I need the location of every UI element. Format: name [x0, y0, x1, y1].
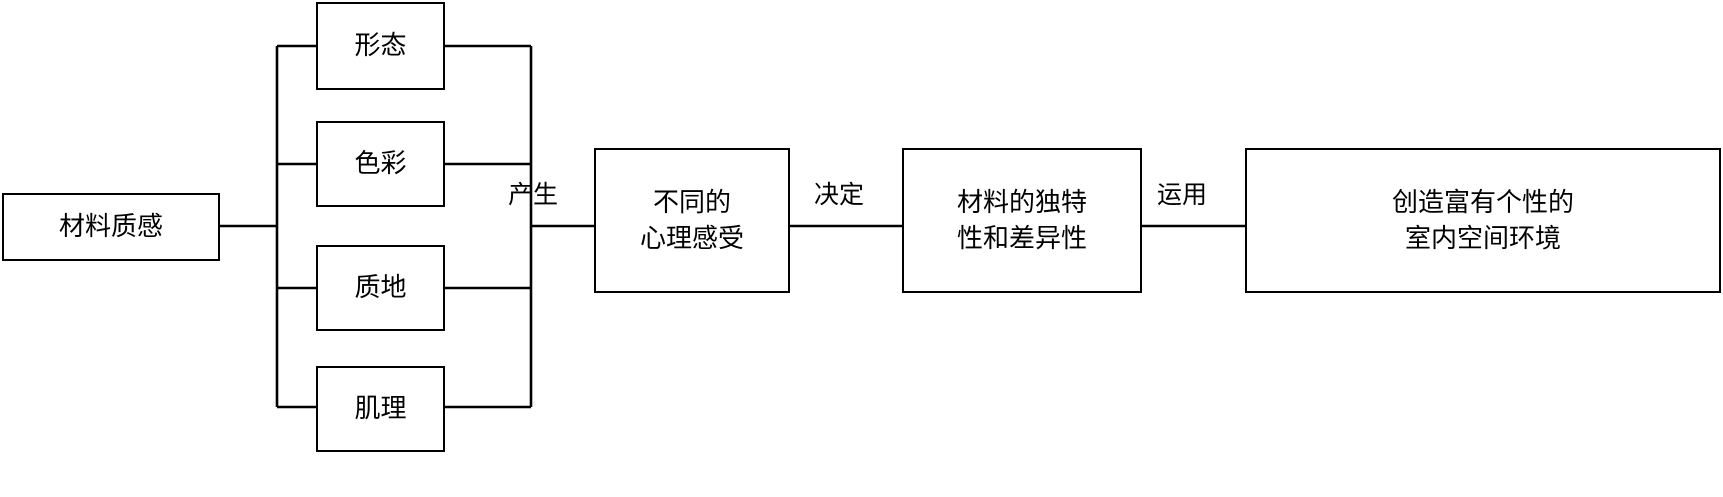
edge-label-2: 决定 [814, 182, 865, 209]
node-attribute-4[interactable]: 肌理 [316, 366, 445, 452]
node-attribute-2-label: 色彩 [354, 149, 407, 179]
node-root-label: 材料质感 [58, 212, 163, 242]
node-attribute-1-label: 形态 [354, 31, 407, 61]
node-stage-2-label: 材料的独特 性和差异性 [956, 187, 1087, 253]
node-attribute-2[interactable]: 色彩 [316, 121, 445, 207]
edge-label-1: 产生 [508, 182, 559, 209]
node-root[interactable]: 材料质感 [2, 193, 220, 261]
node-attribute-1[interactable]: 形态 [316, 2, 445, 90]
node-attribute-4-label: 肌理 [354, 394, 407, 424]
node-stage-3-label: 创造富有个性的 室内空间环境 [1391, 187, 1574, 253]
node-stage-1[interactable]: 不同的 心理感受 [594, 148, 790, 293]
node-stage-2[interactable]: 材料的独特 性和差异性 [902, 148, 1142, 293]
node-stage-3[interactable]: 创造富有个性的 室内空间环境 [1245, 148, 1721, 293]
edge-label-3: 运用 [1157, 182, 1208, 209]
node-attribute-3-label: 质地 [354, 273, 407, 303]
node-stage-1-label: 不同的 心理感受 [639, 187, 744, 253]
node-attribute-3[interactable]: 质地 [316, 245, 445, 331]
